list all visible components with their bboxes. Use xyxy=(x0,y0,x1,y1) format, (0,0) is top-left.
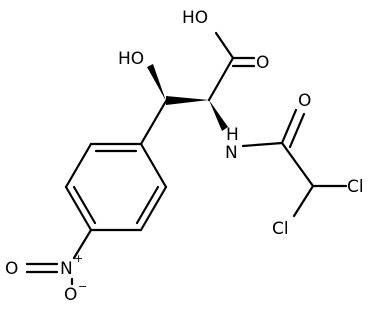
bond-ring-nitro xyxy=(72,228,93,260)
nitro-o-bottom-label: O xyxy=(64,285,77,305)
amide-o-label: O xyxy=(298,91,311,111)
ring-bond-3 xyxy=(64,185,93,232)
bond-carbonyl-chcl2 xyxy=(280,141,315,188)
cl-upper-label: Cl xyxy=(347,177,364,197)
nitro-n-label: N xyxy=(60,259,73,279)
ring-bond-5 xyxy=(139,185,168,232)
nitro-o-left-label: O xyxy=(5,259,18,279)
carboxyl-oh-label: HO xyxy=(182,8,208,28)
wedge-c3-oh xyxy=(147,64,166,101)
amide-n-label: N xyxy=(225,143,238,163)
ring-bond-6 xyxy=(139,142,168,189)
ring-inner-3 xyxy=(135,185,160,225)
carbonyl-o-acid-label: O xyxy=(256,53,269,73)
bond-amide-o-a xyxy=(280,108,298,145)
bond-c1-c2 xyxy=(207,56,235,102)
bond-n-carbonyl xyxy=(241,141,284,148)
bond-ccl-lower xyxy=(292,184,315,218)
wedge-c2-c3 xyxy=(166,96,209,105)
hydroxyl-label: HO xyxy=(118,49,144,69)
cl-lower-label: Cl xyxy=(272,219,289,239)
bond-c3-ring xyxy=(139,99,168,146)
nitro-o-charge: − xyxy=(78,280,87,293)
nitro-n-charge: + xyxy=(74,252,83,265)
amide-h-label: H xyxy=(226,125,239,145)
wedge-c2-n xyxy=(209,100,228,131)
bond-amide-o-b xyxy=(288,112,306,149)
ring-bond-2 xyxy=(64,142,93,189)
ring-inner-2 xyxy=(72,185,97,225)
bond-c1-oh xyxy=(214,31,235,60)
